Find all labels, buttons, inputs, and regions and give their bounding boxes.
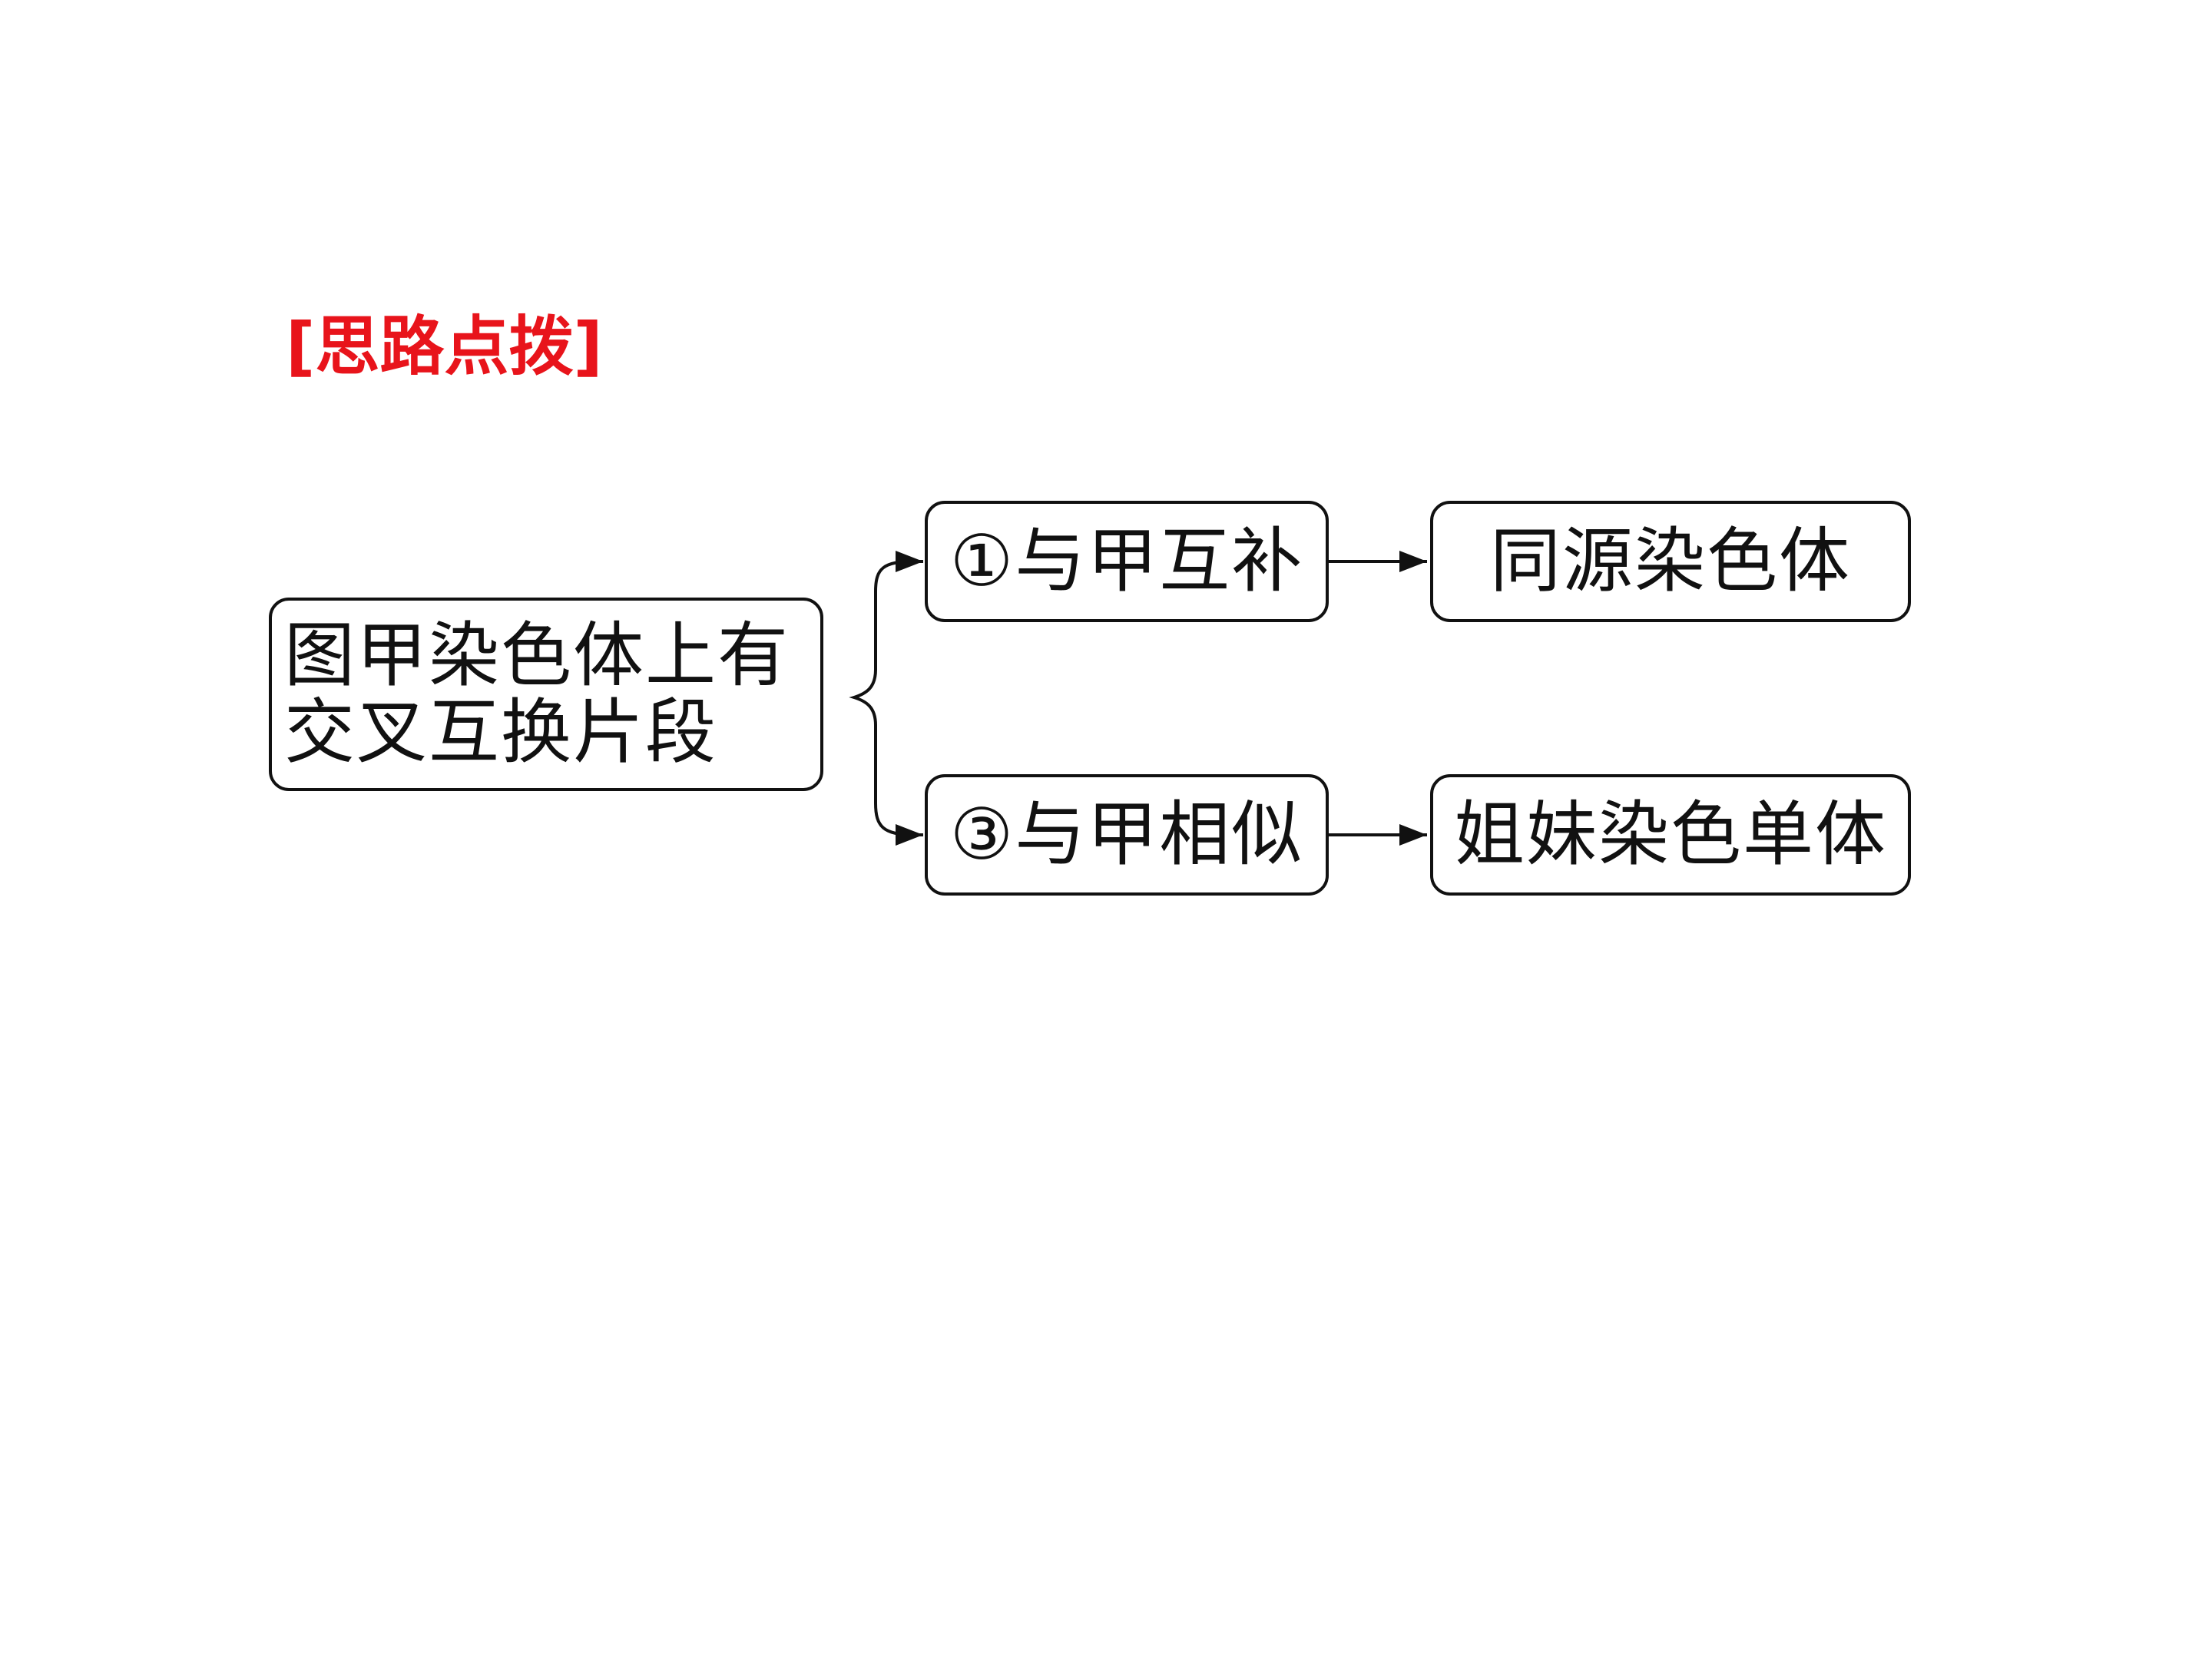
result-node-3: 姐妹染色单体 [1430, 774, 1911, 896]
source-node: 图甲染色体上有 交叉互换片段 [269, 598, 823, 791]
section-heading: [思路点拨] [286, 309, 603, 384]
condition-node-1: ①与甲互补 [925, 501, 1329, 622]
condition-node-3: ③与甲相似 [925, 774, 1329, 896]
result-node-1-label: 同源染色体 [1489, 520, 1851, 602]
result-node-3-label: 姐妹染色单体 [1453, 793, 1887, 876]
condition-node-3-label: ③与甲相似 [949, 793, 1304, 876]
condition-node-1-label: ①与甲互补 [949, 520, 1304, 602]
source-node-label: 图甲染色体上有 交叉互换片段 [284, 614, 790, 773]
result-node-1: 同源染色体 [1430, 501, 1911, 622]
brace-connector [849, 560, 915, 836]
